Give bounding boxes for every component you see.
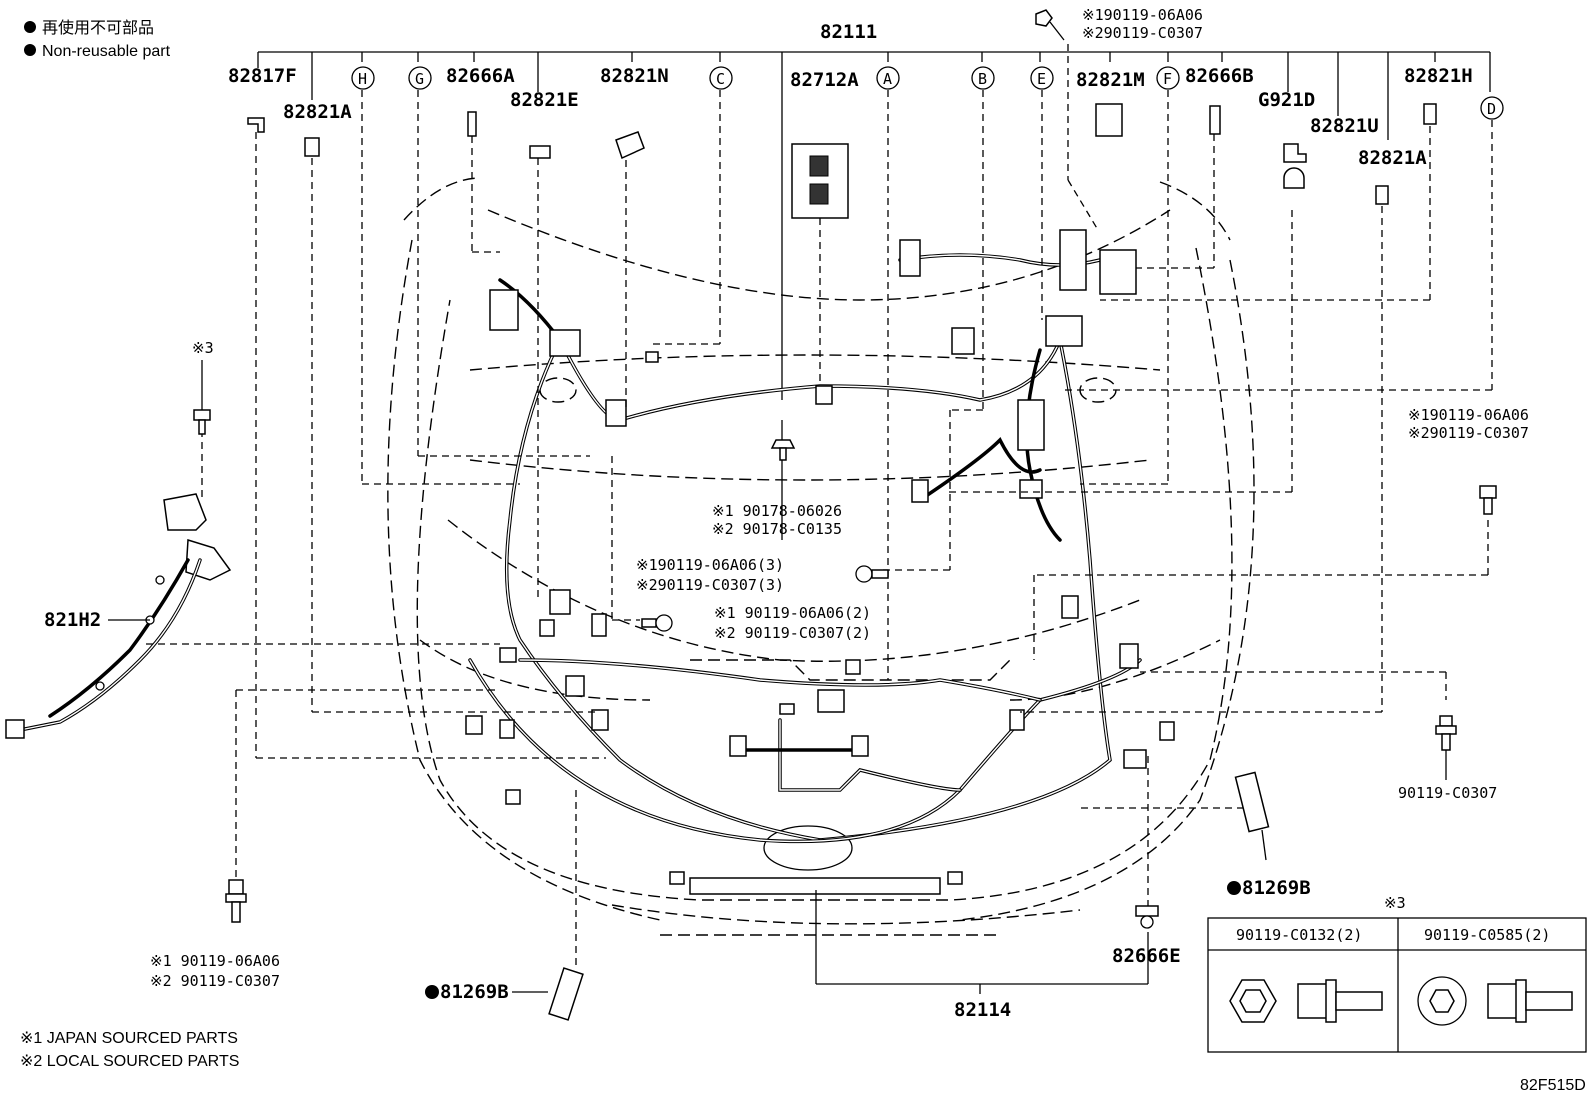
mark-3-bolt: ※3: [192, 339, 214, 357]
bolt-icon: [225, 879, 247, 923]
bolt-icon: [641, 614, 673, 632]
ref-90178-2: ※2 90178-C0135: [712, 520, 842, 538]
clip-82821A-right-icon: [1375, 185, 1389, 205]
nonreusable-bullet: [425, 985, 439, 999]
circle-ref-h: [351, 66, 375, 90]
circle-letter-g: G: [415, 70, 424, 88]
relay-82712A: [791, 143, 849, 390]
ref-d-1: ※1 90119-06A06(2): [714, 604, 871, 622]
bolt-icon: [855, 565, 889, 583]
label-G921D: G921D: [1258, 89, 1315, 111]
label-82821A-right: 82821A: [1358, 147, 1427, 169]
diagram-code: 82F515D: [1520, 1077, 1586, 1094]
ref-top-1: ※190119-06A06: [1082, 6, 1203, 24]
ref-bottom-left-1: ※1 90119-06A06: [150, 952, 280, 970]
circle-letter-a: A: [883, 70, 892, 88]
circle-letter-b: B: [978, 70, 987, 88]
clip-82821E-icon: [529, 145, 551, 159]
legend-bullet: [24, 21, 36, 33]
ref-c-2: ※290119-C0307(3): [636, 576, 784, 594]
label-82821H: 82821H: [1404, 65, 1473, 87]
circle-ref-b: [971, 66, 995, 90]
label-821H2: 821H2: [44, 609, 101, 631]
bolt-icon: [1035, 9, 1065, 41]
leader-lines: [146, 44, 1493, 970]
bolt-icon: [1479, 485, 1497, 515]
footnote-2: ※2 LOCAL SOURCED PARTS: [20, 1053, 239, 1070]
label-82666B: 82666B: [1185, 65, 1254, 87]
legend-nonreusable-en: Non-reusable part: [42, 43, 171, 60]
bolt-icon: [1435, 715, 1457, 780]
label-81269B-left: 81269B: [440, 981, 509, 1003]
clip-G921D-icon: [1283, 143, 1307, 163]
inset-col-1: 90119-C0132(2): [1236, 926, 1362, 944]
connector-ref-circles: H G C A B E F D: [351, 66, 1504, 120]
label-81269B-right: 81269B: [1242, 877, 1311, 899]
label-82114: 82114: [954, 999, 1011, 1021]
flange-bolt-side-icon: [1297, 983, 1329, 1019]
clip-82821M-icon: [1095, 103, 1123, 137]
circle-ref-g: [408, 66, 432, 90]
inset-mark-3: ※3: [1384, 894, 1406, 912]
clip-82666B-icon: [1209, 105, 1221, 135]
sub-harness-821H2: [5, 493, 232, 739]
circle-letter-d: D: [1487, 100, 1496, 118]
bolt-spec-inset: [1207, 917, 1587, 1053]
clip-82821U-icon: [1283, 167, 1305, 189]
label-82821M: 82821M: [1076, 69, 1145, 91]
emblem-outline: [763, 825, 853, 871]
clip-82666E-icon: [1135, 905, 1159, 929]
circle-ref-c: [709, 66, 733, 90]
ref-right-1: ※190119-06A06: [1408, 406, 1529, 424]
flange-bolt-side-icon: [1487, 983, 1519, 1019]
clip-82821N-icon: [615, 131, 645, 160]
tape-81269B-right: [1234, 771, 1270, 833]
nonreusable-bullet: [1227, 881, 1241, 895]
clip-82821H-icon: [1423, 103, 1437, 125]
ref-top-2: ※290119-C0307: [1082, 24, 1203, 42]
ref-right-2: ※290119-C0307: [1408, 424, 1529, 442]
circle-ref-a: [876, 66, 900, 90]
ref-90178-1: ※1 90178-06026: [712, 502, 842, 520]
bracket-82111: [257, 51, 1491, 540]
circle-letter-f: F: [1163, 70, 1172, 88]
ref-c-1: ※190119-06A06(3): [636, 556, 784, 574]
label-82821N: 82821N: [600, 65, 669, 87]
clip-icons-top: [247, 103, 1437, 205]
circle-ref-e: [1030, 66, 1054, 90]
circle-letter-c: C: [716, 70, 725, 88]
label-82111: 82111: [820, 21, 877, 43]
ref-bottom-left-2: ※2 90119-C0307: [150, 972, 280, 990]
legend-bullet: [24, 44, 36, 56]
circle-letter-e: E: [1037, 70, 1046, 88]
harness-connectors: [465, 229, 1175, 895]
label-82712A: 82712A: [790, 69, 859, 91]
circle-ref-f: [1156, 66, 1180, 90]
leader-81269B-right: [1261, 829, 1267, 861]
label-82821A-left: 82821A: [283, 101, 352, 123]
clip-82821A-icon: [304, 137, 320, 157]
vehicle-body-outline: [387, 177, 1255, 936]
harness-wires: [468, 253, 1142, 844]
label-90119-C0307: 90119-C0307: [1398, 784, 1497, 802]
label-82817F: 82817F: [228, 65, 297, 87]
footnote-1: ※1 JAPAN SOURCED PARTS: [20, 1030, 238, 1047]
inset-col-2: 90119-C0585(2): [1424, 926, 1550, 944]
clip-82666A-icon: [467, 111, 477, 137]
ref-d-2: ※2 90119-C0307(2): [714, 624, 871, 642]
tape-81269B-left: [548, 967, 584, 1021]
circle-letter-h: H: [358, 70, 367, 88]
label-82821E: 82821E: [510, 89, 579, 111]
bracket-82114: [815, 890, 1149, 994]
clip-82817F-icon: [247, 117, 265, 133]
legend-nonreusable-jp: 再使用不可部品: [42, 19, 154, 37]
bolt-icon: [770, 439, 796, 461]
label-82666A: 82666A: [446, 65, 515, 87]
label-82666E: 82666E: [1112, 945, 1181, 967]
bolt-icon: [193, 360, 211, 435]
label-82821U: 82821U: [1310, 115, 1379, 137]
circle-ref-d: [1480, 96, 1504, 120]
